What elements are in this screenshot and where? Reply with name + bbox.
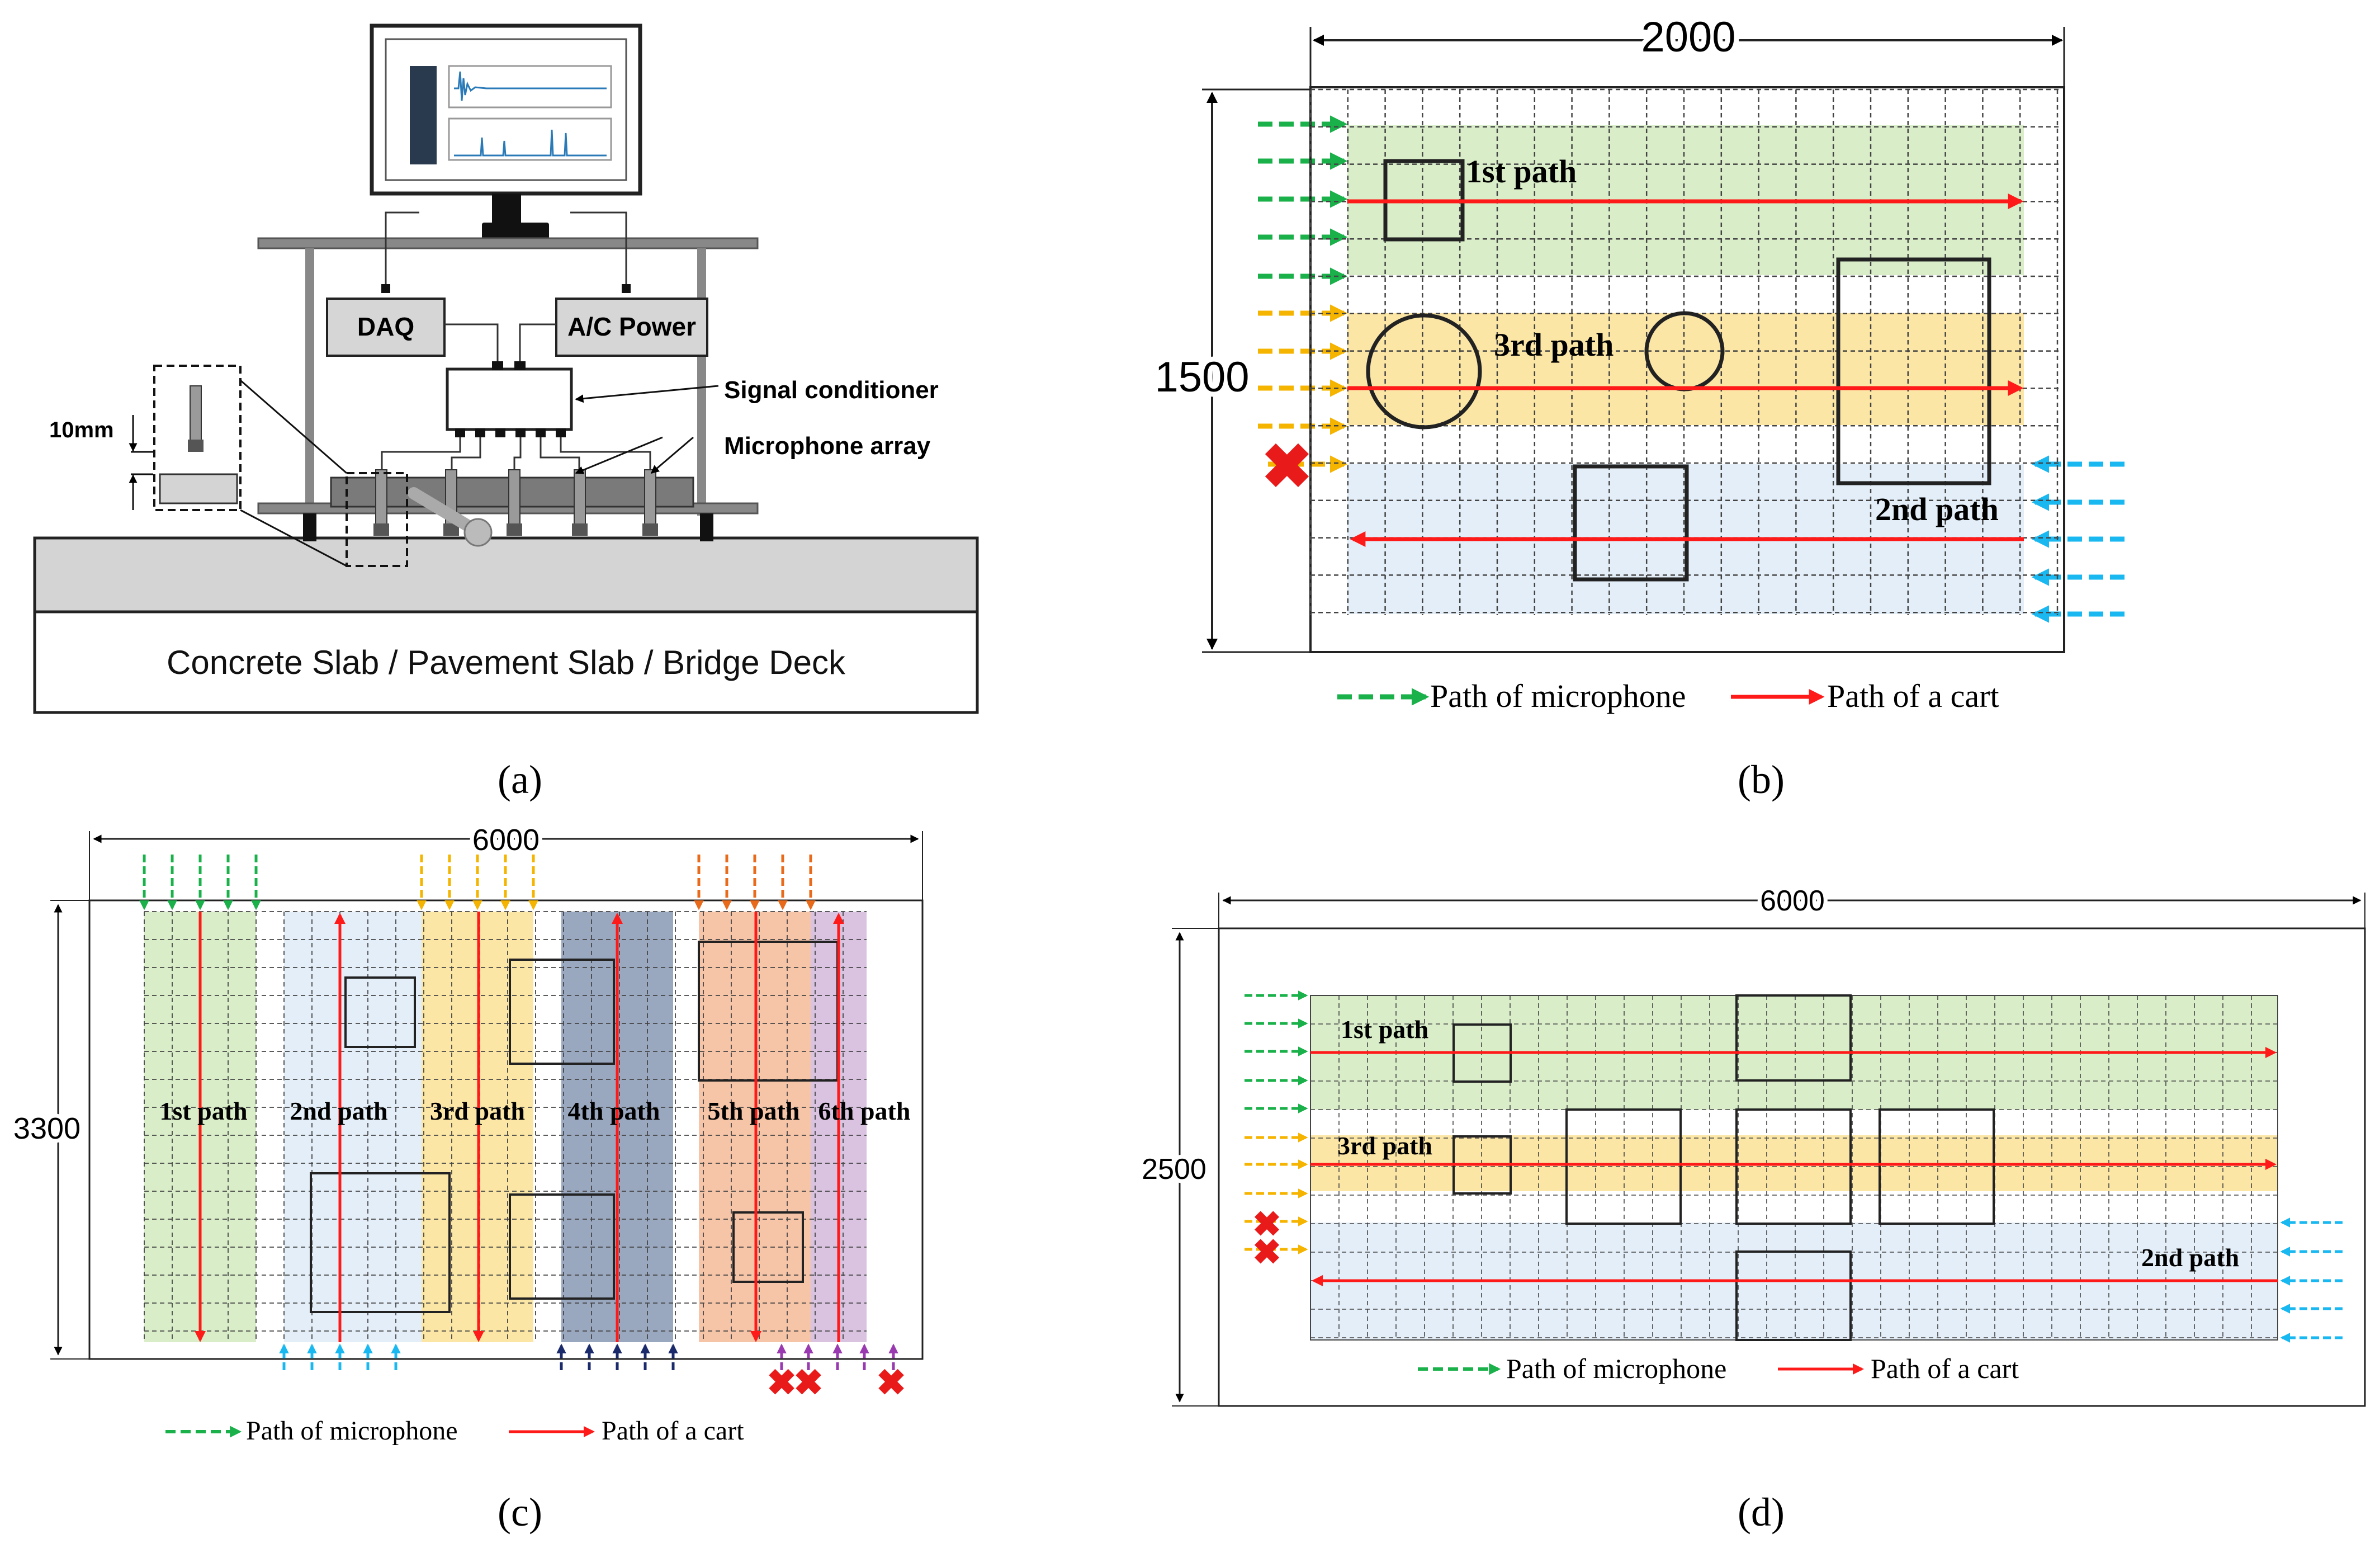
daq-box bbox=[326, 298, 446, 357]
b-label-3rd-path: 3rd path bbox=[1494, 327, 1614, 363]
b-defect-square-medium bbox=[1573, 464, 1689, 582]
d-missing-sensor-x-icon-2: ✖ bbox=[1252, 1233, 1281, 1272]
ground-surface bbox=[33, 536, 979, 613]
svg-text:2000: 2000 bbox=[1641, 13, 1735, 61]
c-width-dimension: 6000 bbox=[472, 823, 540, 857]
slab-box bbox=[33, 610, 979, 714]
b-width-dimension: 2000 bbox=[1641, 13, 1735, 61]
zoom-region bbox=[346, 472, 408, 567]
microphone-array-label: Microphone array bbox=[724, 432, 931, 460]
table-top bbox=[257, 237, 759, 249]
d-defect-5 bbox=[1735, 1108, 1852, 1225]
svg-text:6000: 6000 bbox=[472, 823, 540, 857]
panel-b-test-grid: 1st path 3rd path 2nd path ✖ 2000 2000 1… bbox=[1149, 8, 2125, 802]
d-defect-2 bbox=[1735, 994, 1852, 1082]
zoom-detail bbox=[153, 365, 242, 511]
d-defect-6 bbox=[1879, 1108, 1995, 1225]
d-defect-4 bbox=[1565, 1108, 1682, 1225]
panel-label-d: (d) bbox=[1738, 1490, 1785, 1535]
slab-label: Concrete Slab / Pavement Slab / Bridge D… bbox=[167, 644, 846, 681]
c-label-3rd-path: 3rd path bbox=[430, 1097, 525, 1125]
b-height-dimension: 1500 bbox=[1154, 353, 1249, 401]
svg-text:3300: 3300 bbox=[13, 1112, 81, 1145]
c-missing-sensor-x-icon-3: ✖ bbox=[876, 1362, 906, 1403]
c-band-2nd bbox=[284, 912, 422, 1342]
c-defect-1 bbox=[344, 976, 416, 1048]
d-label-1st-path: 1st path bbox=[1341, 1015, 1428, 1044]
panel-d-test-grid: 1st path 3rd path 2nd path ✖ ✖ 6000 6000… bbox=[1138, 881, 2366, 1535]
d-label-2nd-path: 2nd path bbox=[2141, 1243, 2239, 1272]
panel-label-c: (c) bbox=[498, 1490, 542, 1535]
d-width-dimension: 6000 bbox=[1760, 885, 1825, 917]
panel-c-test-grid: 1st path 2nd path 3rd path 4th path 5th … bbox=[10, 819, 924, 1535]
c-defect-4 bbox=[310, 1172, 451, 1313]
panel-a-setup-diagram: Concrete Slab / Pavement Slab / Bridge D… bbox=[33, 23, 979, 802]
ac-power-label: A/C Power bbox=[567, 312, 696, 341]
monitor-sidebar bbox=[410, 66, 437, 164]
c-label-1st-path: 1st path bbox=[159, 1097, 247, 1125]
d-outer-frame bbox=[1218, 927, 2366, 1407]
ac-power-box bbox=[555, 298, 708, 357]
panel-label-a: (a) bbox=[498, 757, 542, 802]
b-band-3rd bbox=[1347, 313, 2024, 425]
microphone-array bbox=[373, 469, 658, 536]
d-height-dimension: 2500 bbox=[1142, 1153, 1206, 1186]
d-defect-7 bbox=[1735, 1250, 1852, 1341]
b-defect-circle-large bbox=[1366, 313, 1482, 430]
c-label-4th-path: 4th path bbox=[568, 1097, 660, 1125]
b-legend-cart-label: Path of a cart bbox=[1827, 678, 1999, 714]
signal-conditioner-box bbox=[446, 367, 573, 431]
c-defect-6 bbox=[732, 1211, 804, 1283]
d-legend-mic-label: Path of microphone bbox=[1506, 1353, 1726, 1384]
d-label-3rd-path: 3rd path bbox=[1337, 1131, 1432, 1160]
d-missing-sensor-x-icon-1: ✖ bbox=[1252, 1205, 1281, 1244]
c-missing-sensor-x-icon-1: ✖ bbox=[766, 1362, 797, 1403]
b-label-2nd-path: 2nd path bbox=[1875, 491, 1999, 527]
svg-text:2500: 2500 bbox=[1142, 1153, 1206, 1186]
waveform-plot bbox=[448, 65, 612, 108]
gap-label: 10mm bbox=[49, 418, 114, 442]
b-outer-frame bbox=[1309, 86, 2065, 653]
c-height-dimension: 3300 bbox=[13, 1112, 81, 1145]
c-label-5th-path: 5th path bbox=[708, 1097, 800, 1125]
svg-text:1500: 1500 bbox=[1154, 353, 1249, 401]
c-defect-2 bbox=[509, 959, 615, 1065]
c-label-6th-path: 6th path bbox=[818, 1097, 911, 1125]
daq-label: DAQ bbox=[357, 312, 414, 341]
b-missing-sensor-x-icon: ✖ bbox=[1261, 432, 1313, 501]
c-legend-mic-label: Path of microphone bbox=[246, 1416, 458, 1446]
signal-conditioner-label: Signal conditioner bbox=[724, 376, 939, 404]
c-legend-cart-label: Path of a cart bbox=[602, 1416, 744, 1446]
b-legend-mic-label: Path of microphone bbox=[1430, 678, 1686, 714]
b-label-1st-path: 1st path bbox=[1466, 153, 1577, 190]
b-defect-rect-large bbox=[1836, 257, 1991, 485]
d-legend-cart-label: Path of a cart bbox=[1871, 1353, 2019, 1384]
c-defect-5 bbox=[509, 1193, 615, 1300]
c-missing-sensor-x-icon-2: ✖ bbox=[793, 1362, 824, 1403]
c-label-2nd-path: 2nd path bbox=[290, 1097, 387, 1125]
spectrum-plot bbox=[448, 117, 612, 161]
impactor-ball bbox=[463, 518, 493, 547]
svg-text:6000: 6000 bbox=[1760, 885, 1825, 917]
panel-label-b: (b) bbox=[1738, 757, 1785, 802]
